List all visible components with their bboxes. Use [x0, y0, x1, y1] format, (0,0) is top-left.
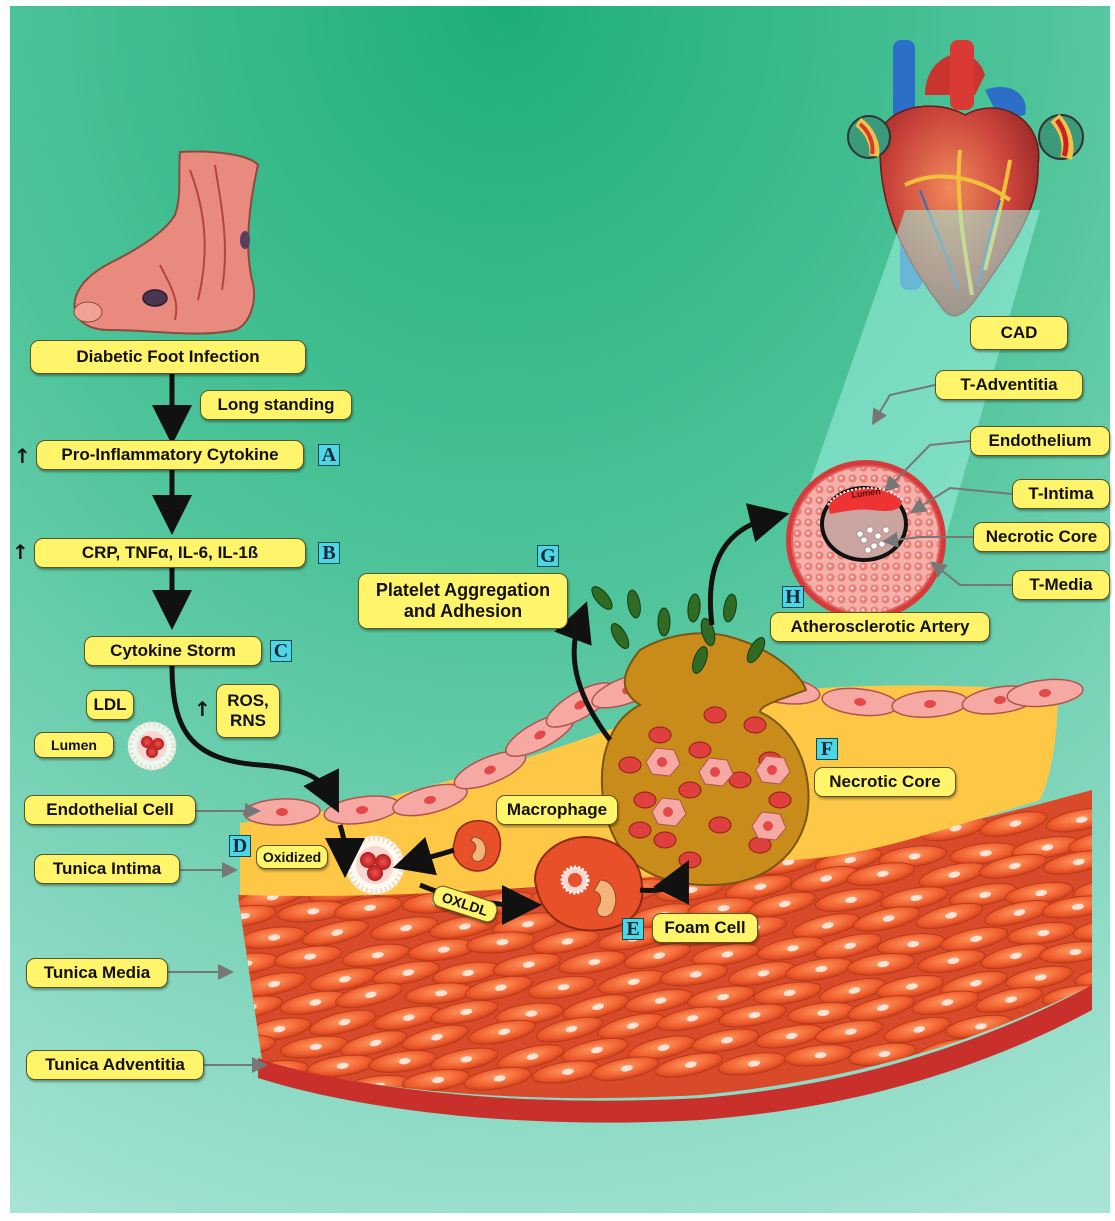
cytokine-storm-label: Cytokine Storm: [84, 636, 262, 666]
crp-tnf-il6-il1-label: CRP, TNFα, IL-6, IL-1ß: [34, 538, 306, 568]
artery-inset-right: [1039, 115, 1083, 159]
increase-arrow-cytokine: ↑: [14, 444, 31, 468]
oxidized-label: Oxidized: [256, 845, 328, 869]
t-media-label: T-Media: [1012, 570, 1110, 600]
badge-h: H: [782, 586, 804, 608]
necrotic-core-right-label: Necrotic Core: [973, 522, 1110, 552]
platelet-aggregation-label: Platelet Aggregation and Adhesion: [358, 573, 568, 629]
oxidized-ldl-particle: [346, 836, 404, 894]
ros-text: ROS,: [227, 691, 269, 711]
ros-rns-label: ROS, RNS: [216, 684, 280, 738]
atherosclerotic-artery-cross-section: [786, 460, 946, 620]
rns-text: RNS: [230, 711, 266, 731]
pro-inflammatory-cytokine-label: Pro-Inflammatory Cytokine: [36, 440, 304, 470]
necrotic-core-plaque: [602, 633, 809, 885]
tunica-intima-label: Tunica Intima: [34, 854, 180, 884]
diabetic-foot-infection-label: Diabetic Foot Infection: [30, 340, 306, 374]
platelet-line-2: and Adhesion: [404, 601, 522, 622]
necrotic-core-label: Necrotic Core: [814, 767, 956, 797]
long-standing-label: Long standing: [200, 390, 352, 420]
badge-a: A: [318, 444, 340, 466]
tunica-media-label: Tunica Media: [26, 958, 168, 988]
badge-c: C: [270, 640, 292, 662]
increase-arrow-ros: ↑: [194, 697, 211, 721]
badge-b: B: [318, 542, 340, 564]
platelet-line-1: Platelet Aggregation: [376, 580, 550, 601]
tunica-adventitia-label: Tunica Adventitia: [26, 1050, 204, 1080]
badge-e: E: [622, 918, 644, 940]
lumen-label: Lumen: [34, 732, 114, 758]
foam-cell-label: Foam Cell: [652, 913, 758, 943]
ldl-particle: [128, 722, 176, 770]
badge-d: D: [229, 835, 251, 857]
badge-f: F: [816, 738, 838, 760]
t-adventitia-label: T-Adventitia: [935, 370, 1083, 400]
atherosclerotic-artery-label: Atherosclerotic Artery: [770, 612, 990, 642]
artery-inset-left: [848, 116, 890, 158]
ldl-label: LDL: [86, 690, 134, 720]
macrophage-label: Macrophage: [496, 795, 618, 825]
cad-label: CAD: [970, 316, 1068, 350]
endothelial-cell-label: Endothelial Cell: [24, 795, 196, 825]
increase-arrow-crp: ↑: [12, 540, 29, 564]
t-intima-label: T-Intima: [1012, 479, 1110, 509]
macrophage-cell: [453, 821, 500, 871]
endothelium-label: Endothelium: [970, 426, 1110, 456]
badge-g: G: [537, 545, 559, 567]
foam-cell: [535, 837, 642, 930]
